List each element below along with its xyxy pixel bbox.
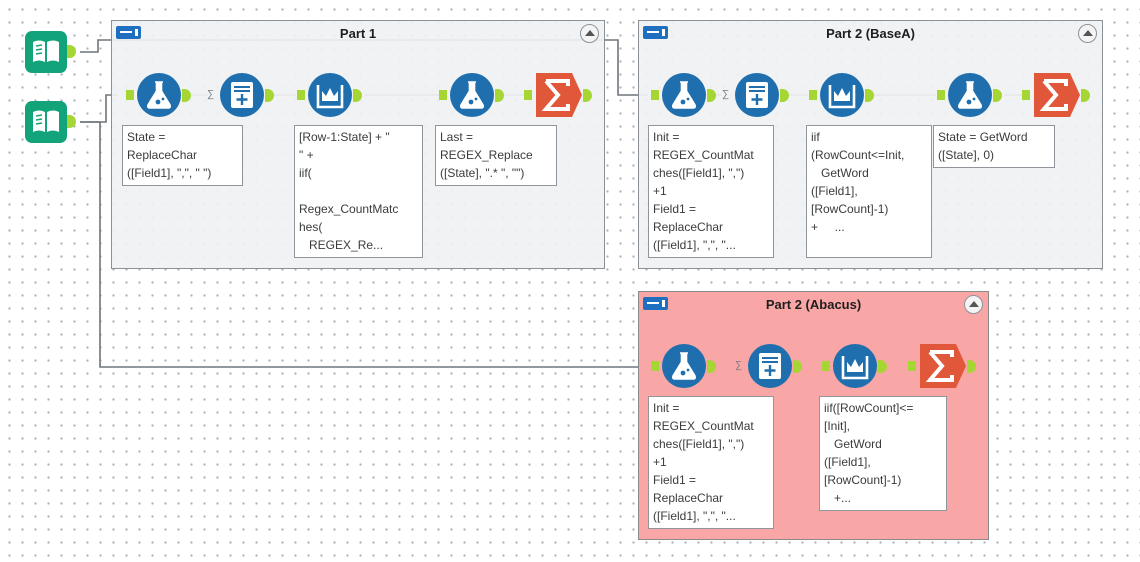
input-anchor[interactable]	[651, 90, 659, 100]
crown-beaker-icon	[316, 85, 344, 109]
input-anchor[interactable]	[908, 361, 916, 371]
formula-tool[interactable]	[450, 73, 494, 117]
annotation-formula: Last = REGEX_Replace ([State], ".* ", ""…	[435, 125, 557, 186]
annotation-formula: Init = REGEX_CountMat ches([Field1], ","…	[648, 125, 774, 258]
output-anchor[interactable]	[265, 89, 274, 102]
book-icon	[33, 40, 59, 62]
input-tool-2[interactable]	[25, 101, 67, 143]
list-plus-icon	[746, 82, 768, 108]
collapse-button[interactable]	[1078, 24, 1097, 43]
list-plus-icon	[759, 353, 781, 379]
output-anchor[interactable]	[583, 89, 592, 102]
output-anchor[interactable]	[707, 360, 716, 373]
record-id-tool[interactable]	[748, 344, 792, 388]
output-anchor[interactable]	[865, 89, 874, 102]
flask-icon	[671, 81, 697, 109]
output-anchor[interactable]	[1081, 89, 1090, 102]
output-anchor[interactable]	[780, 89, 789, 102]
annotation-formula: State = GetWord ([State], 0)	[933, 125, 1055, 168]
flask-icon	[146, 81, 172, 109]
output-anchor[interactable]	[707, 89, 716, 102]
input-anchor[interactable]: ∑	[735, 360, 743, 371]
container-title: Part 2 (Abacus)	[765, 297, 862, 312]
input-anchor[interactable]	[651, 361, 659, 371]
record-id-tool[interactable]	[735, 73, 779, 117]
sigma-icon	[920, 344, 966, 388]
annotation-formula: State = ReplaceChar ([Field1], ",", " ")	[122, 125, 243, 186]
input-anchor[interactable]	[822, 361, 830, 371]
input-anchor[interactable]: ∑	[722, 89, 730, 100]
crown-beaker-icon	[841, 356, 869, 380]
formula-tool[interactable]	[662, 73, 706, 117]
flask-icon	[671, 352, 697, 380]
formula-tool[interactable]	[948, 73, 992, 117]
output-anchor[interactable]	[353, 89, 362, 102]
container-header[interactable]: Part 2 (Abacus)	[639, 292, 988, 318]
record-id-tool[interactable]	[220, 73, 264, 117]
collapse-button[interactable]	[580, 24, 599, 43]
input-anchor[interactable]	[524, 90, 532, 100]
annotation-multi-row-formula: iif([RowCount]<= [Init], GetWord ([Field…	[819, 396, 947, 511]
multi-row-formula-tool[interactable]	[833, 344, 877, 388]
sigma-icon	[536, 73, 582, 117]
crown-beaker-icon	[828, 85, 856, 109]
container-icon	[116, 26, 141, 39]
output-anchor[interactable]	[793, 360, 802, 373]
input-anchor[interactable]	[937, 90, 945, 100]
container-header[interactable]: Part 1	[112, 21, 604, 47]
formula-tool[interactable]	[662, 344, 706, 388]
multi-row-formula-tool[interactable]	[820, 73, 864, 117]
sigma-icon	[1034, 73, 1080, 117]
flask-icon	[459, 81, 485, 109]
list-plus-icon	[231, 82, 253, 108]
input-tool-1[interactable]	[25, 31, 67, 73]
container-title: Part 2 (BaseA)	[826, 26, 915, 41]
summarize-tool[interactable]	[1032, 73, 1080, 117]
input-anchor[interactable]	[439, 90, 447, 100]
input-anchor[interactable]: ∑	[207, 89, 215, 100]
input-anchor[interactable]	[1022, 90, 1030, 100]
output-anchor[interactable]	[495, 89, 504, 102]
summarize-tool[interactable]	[534, 73, 582, 117]
multi-row-formula-tool[interactable]	[308, 73, 352, 117]
container-icon	[643, 26, 668, 39]
container-icon	[643, 297, 668, 310]
input-anchor[interactable]	[126, 90, 134, 100]
collapse-button[interactable]	[964, 295, 983, 314]
output-anchor[interactable]	[67, 115, 76, 128]
summarize-tool[interactable]	[918, 344, 966, 388]
input-anchor[interactable]	[297, 90, 305, 100]
output-anchor[interactable]	[993, 89, 1002, 102]
container-title: Part 1	[339, 26, 377, 41]
annotation-multi-row-formula: [Row-1:State] + " " + iif( Regex_CountMa…	[294, 125, 423, 258]
output-anchor[interactable]	[182, 89, 191, 102]
formula-tool[interactable]	[137, 73, 181, 117]
flask-icon	[957, 81, 983, 109]
annotation-multi-row-formula: iif (RowCount<=Init, GetWord ([Field1], …	[806, 125, 932, 258]
annotation-formula: Init = REGEX_CountMat ches([Field1], ","…	[648, 396, 774, 529]
input-anchor[interactable]	[809, 90, 817, 100]
output-anchor[interactable]	[967, 360, 976, 373]
container-header[interactable]: Part 2 (BaseA)	[639, 21, 1102, 47]
output-anchor[interactable]	[878, 360, 887, 373]
book-icon	[33, 110, 59, 132]
output-anchor[interactable]	[67, 45, 76, 58]
